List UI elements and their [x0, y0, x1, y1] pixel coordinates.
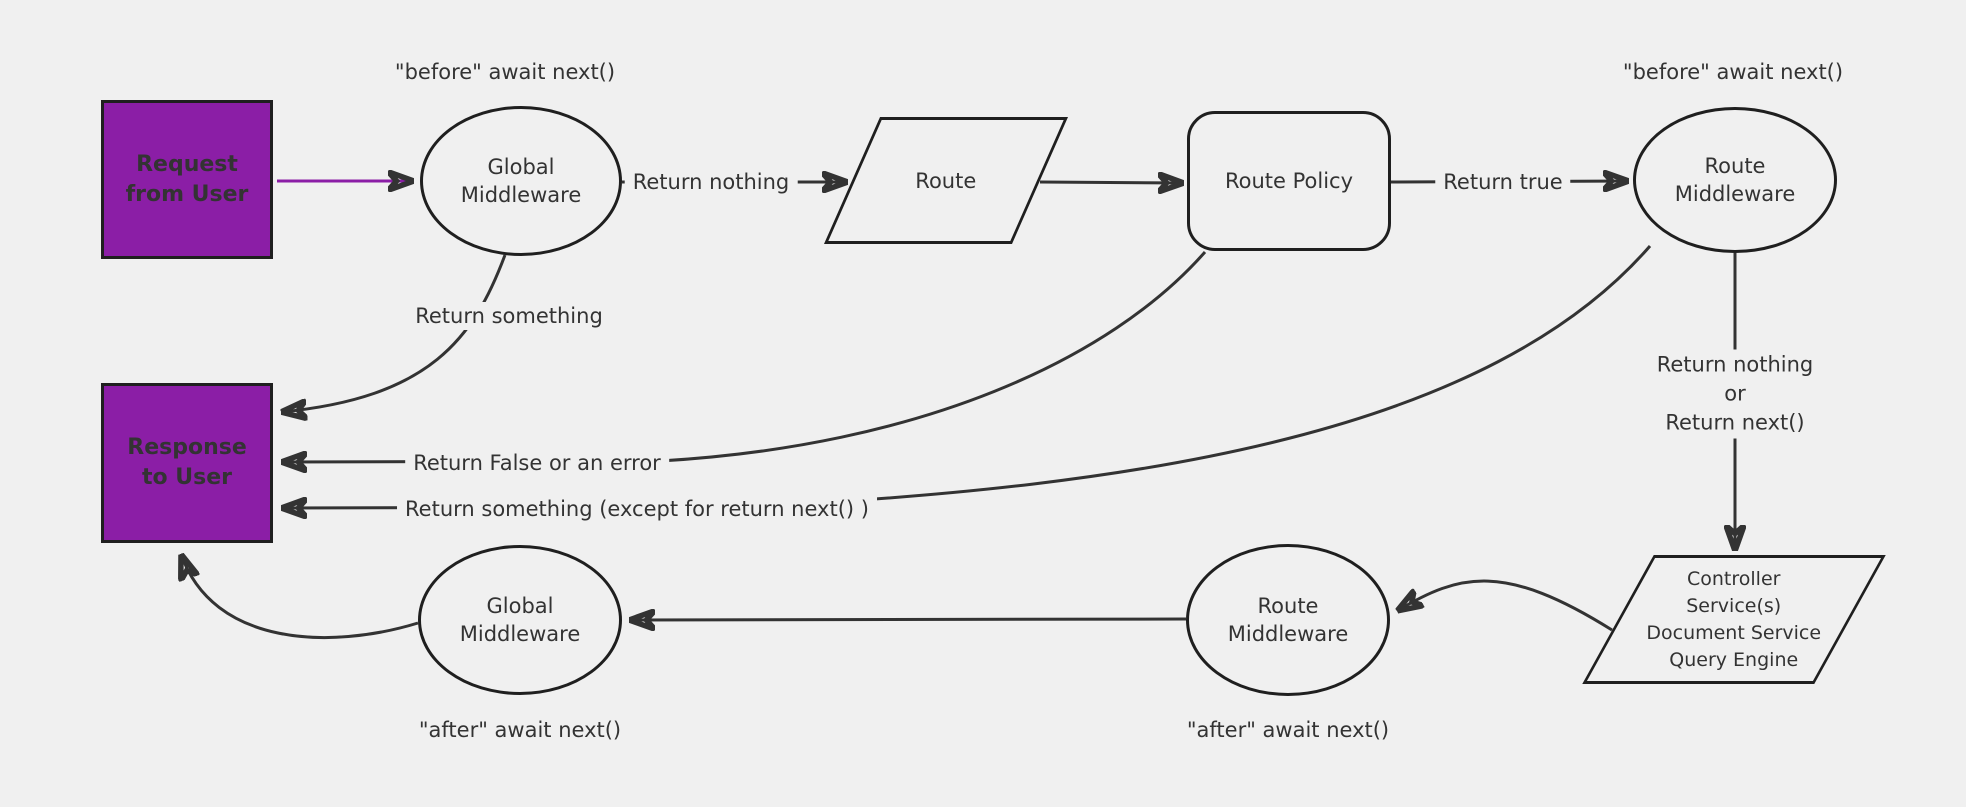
node-request-from-user: Request from User [101, 100, 273, 259]
node-global-middleware-top: Global Middleware [420, 106, 622, 256]
node-request-from-user-label: Request from User [125, 151, 249, 207]
controller-line-1: Controller [1687, 567, 1781, 590]
label-return-nothing-or-next: Return nothing or Return next() [1648, 349, 1822, 439]
label-return-something-except: Return something (except for return next… [397, 495, 877, 523]
node-route-middleware-top-label: Route Middleware [1674, 154, 1796, 206]
label-after-await-next-left: "after" await next() [418, 718, 622, 742]
node-response-to-user-label: Response to User [127, 435, 247, 490]
node-route-policy-label: Route Policy [1224, 169, 1354, 193]
label-return-nothing-or-next-line-3: Return next() [1665, 410, 1805, 435]
controller-line-2: Service(s) [1686, 594, 1782, 617]
node-route-middleware-bottom: Route Middleware [1186, 544, 1390, 696]
edge-route-policy-to-response [281, 251, 1207, 462]
node-controller-services: Controller Service(s) Document Service Q… [1582, 555, 1886, 684]
node-global-middleware-top-label: Global Middleware [460, 155, 582, 207]
label-return-nothing: Return nothing [624, 168, 798, 196]
edge-global-middleware-to-response [281, 254, 507, 412]
label-after-await-next-middle: "after" await next() [1186, 718, 1390, 742]
node-route-policy: Route Policy [1187, 111, 1391, 251]
edge-controller-to-route-middleware-bottom [1397, 579, 1613, 632]
label-before-await-next-left: "before" await next() [394, 60, 616, 84]
controller-line-4: Query Engine [1669, 648, 1799, 671]
edge-route-to-route-policy [1039, 182, 1184, 183]
node-route-middleware-bottom-label: Route Middleware [1227, 594, 1349, 646]
node-route-label: Route [915, 168, 977, 193]
node-global-middleware-bottom: Global Middleware [418, 545, 622, 695]
edge-global-middleware-bottom-to-response [181, 554, 419, 640]
edge-route-middleware-bottom-to-global-middleware-bottom [629, 619, 1187, 620]
node-global-middleware-bottom-label: Global Middleware [459, 594, 581, 646]
controller-line-3: Document Service [1646, 621, 1822, 644]
node-controller-services-label: Controller Service(s) Document Service Q… [1621, 566, 1847, 674]
label-return-nothing-or-next-line-2: or [1724, 381, 1746, 406]
label-return-nothing-or-next-line-1: Return nothing [1656, 352, 1814, 377]
label-before-await-next-right: "before" await next() [1622, 60, 1844, 84]
label-return-something: Return something [407, 302, 611, 330]
edge-route-middleware-to-response [281, 245, 1652, 508]
node-response-to-user: Response to User [101, 383, 273, 543]
label-return-true: Return true [1435, 168, 1571, 196]
node-route-middleware-top: Route Middleware [1633, 107, 1837, 253]
label-return-false-or-error: Return False or an error [405, 449, 669, 477]
